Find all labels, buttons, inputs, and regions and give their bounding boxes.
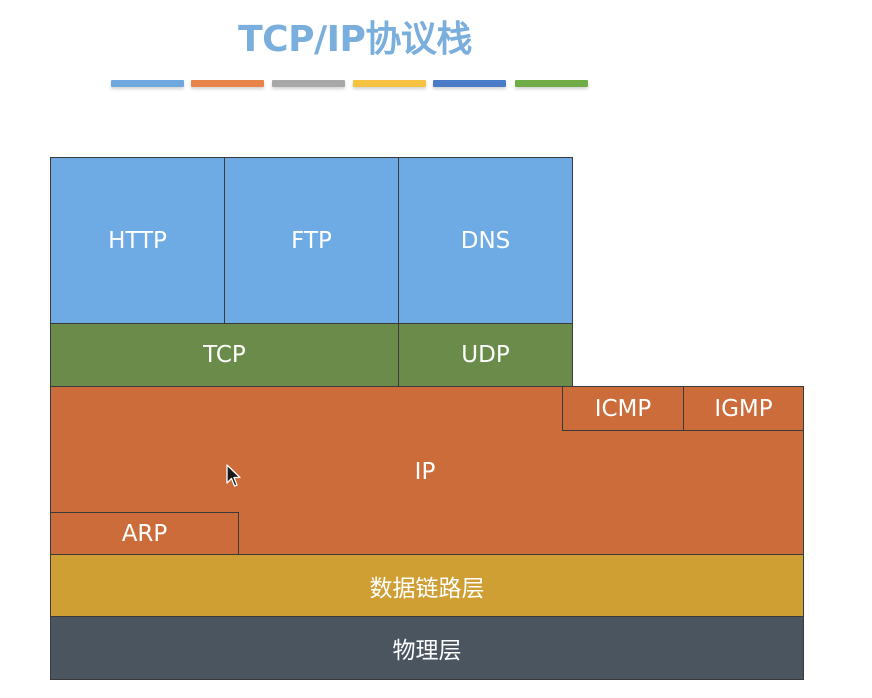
- dns-block: DNS: [398, 157, 573, 324]
- color-bar-orange: [191, 80, 264, 87]
- ftp-block: FTP: [224, 157, 399, 324]
- mouse-cursor-icon: [226, 464, 241, 487]
- physical-layer-block: 物理层: [50, 616, 804, 680]
- dns-label: DNS: [460, 227, 511, 254]
- http-block: HTTP: [50, 157, 225, 324]
- icmp-label: ICMP: [594, 395, 652, 422]
- physical-layer-label: 物理层: [392, 638, 462, 664]
- udp-block: UDP: [398, 323, 573, 387]
- igmp-label: IGMP: [714, 395, 773, 422]
- color-bar-yellow: [353, 80, 426, 87]
- arp-block: ARP: [50, 512, 239, 555]
- tcp-block: TCP: [50, 323, 399, 387]
- color-bar-light-blue: [111, 80, 184, 87]
- udp-label: UDP: [461, 342, 510, 368]
- diagram-title: TCP/IP协议栈: [238, 19, 472, 60]
- arp-label: ARP: [121, 520, 168, 547]
- color-bar-gray: [272, 80, 345, 87]
- igmp-block: IGMP: [683, 386, 804, 431]
- data-link-layer-label: 数据链路层: [369, 575, 485, 602]
- ftp-label: FTP: [291, 227, 332, 254]
- ip-label: IP: [414, 459, 436, 485]
- icmp-block: ICMP: [562, 386, 684, 431]
- color-bar-green: [515, 80, 588, 87]
- color-bar-blue: [433, 80, 506, 87]
- http-label: HTTP: [108, 227, 167, 254]
- tcp-label: TCP: [203, 342, 246, 368]
- data-link-layer-block: 数据链路层: [50, 554, 804, 617]
